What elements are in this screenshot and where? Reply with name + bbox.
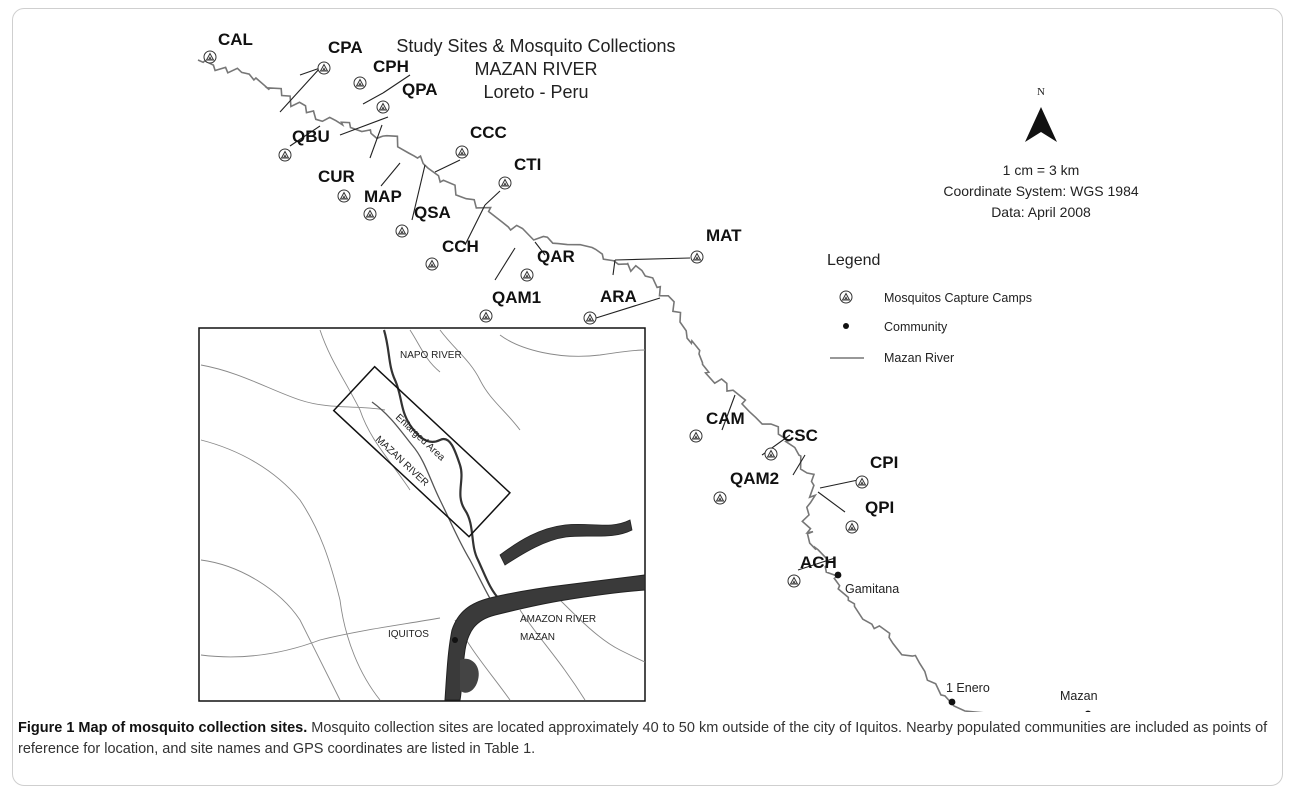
legend-label-community: Community bbox=[884, 320, 948, 334]
legend-title: Legend bbox=[827, 252, 880, 269]
map-title-line-3: Loreto - Peru bbox=[483, 82, 588, 102]
community-label-1-enero: 1 Enero bbox=[946, 681, 990, 695]
north-arrow-icon bbox=[1025, 107, 1057, 142]
camp-icon bbox=[425, 257, 439, 271]
camp-icon bbox=[690, 250, 704, 264]
camp-icon bbox=[317, 61, 331, 75]
figure-caption: Figure 1 Map of mosquito collection site… bbox=[18, 718, 1273, 760]
coordinate-system-text: Coordinate System: WGS 1984 bbox=[943, 183, 1139, 199]
north-arrow-label: N bbox=[1037, 86, 1045, 98]
site-label-cpa: CPA bbox=[328, 38, 363, 57]
site-label-ach: ACH bbox=[800, 553, 837, 572]
camp-icon bbox=[376, 100, 390, 114]
legend-camp-icon bbox=[839, 290, 853, 304]
site-label-qpi: QPI bbox=[865, 498, 894, 517]
site-label-cch: CCH bbox=[442, 237, 479, 256]
camp-icon bbox=[855, 475, 869, 489]
inset-napo-river bbox=[382, 329, 501, 601]
camp-icon bbox=[689, 429, 703, 443]
community-label-gamitana: Gamitana bbox=[845, 582, 899, 596]
map-title-block: Study Sites & Mosquito Collections MAZAN… bbox=[396, 36, 675, 102]
inset-amazon-upper bbox=[499, 519, 633, 566]
camp-icon bbox=[395, 224, 409, 238]
camp-icon bbox=[845, 520, 859, 534]
community-dot-gamitana bbox=[834, 571, 842, 579]
site-label-ccc: CCC bbox=[470, 123, 507, 142]
inset-enlarged-area-box bbox=[332, 365, 511, 538]
camp-icon bbox=[337, 189, 351, 203]
mazan-river-line bbox=[197, 59, 984, 712]
inset-mazan-river bbox=[371, 401, 493, 603]
north-arrow: N bbox=[1025, 86, 1057, 142]
caption-text: Mosquito collection sites are located ap… bbox=[18, 720, 1268, 757]
map-info-block: 1 cm = 3 km Coordinate System: WGS 1984 … bbox=[943, 162, 1139, 220]
camp-icon bbox=[278, 148, 292, 162]
map-legend: Legend Mosquitos Capture Camps Community… bbox=[827, 252, 1032, 365]
site-label-cam: CAM bbox=[706, 409, 745, 428]
camp-icon bbox=[583, 311, 597, 325]
inset-label-mazan: MAZAN bbox=[520, 632, 555, 643]
community-dot-mazan bbox=[1085, 710, 1091, 712]
map-title-line-2: MAZAN RIVER bbox=[474, 59, 597, 79]
inset-label-amazon-river: AMAZON RIVER bbox=[520, 614, 596, 625]
camp-icon bbox=[520, 268, 534, 282]
site-label-cph: CPH bbox=[373, 57, 409, 76]
site-label-cpi: CPI bbox=[870, 453, 898, 472]
camp-icon bbox=[455, 145, 469, 159]
site-label-mat: MAT bbox=[706, 226, 742, 245]
camp-icon bbox=[787, 574, 801, 588]
inset-label-iquitos: IQUITOS bbox=[388, 629, 429, 640]
camp-icon bbox=[203, 50, 217, 64]
site-label-cti: CTI bbox=[514, 155, 541, 174]
inset-map: NAPO RIVER Enlarged Area MAZAN RIVER AMA… bbox=[198, 327, 646, 702]
inset-lake bbox=[460, 658, 479, 693]
site-label-qam1: QAM1 bbox=[492, 288, 541, 307]
study-sites-map: Gamitana 1 Enero Mazan CAL CPA CPH QPA Q… bbox=[197, 30, 1139, 712]
site-leader-lines bbox=[279, 67, 859, 571]
site-label-qar: QAR bbox=[537, 247, 575, 266]
figure-border bbox=[12, 8, 1283, 786]
site-label-ara: ARA bbox=[600, 287, 637, 306]
site-label-qam2: QAM2 bbox=[730, 469, 779, 488]
legend-label-river: Mazan River bbox=[884, 351, 954, 365]
inset-iquitos-point bbox=[452, 637, 458, 643]
legend-label-camps: Mosquitos Capture Camps bbox=[884, 291, 1032, 305]
site-label-cur: CUR bbox=[318, 167, 355, 186]
map-scale-text: 1 cm = 3 km bbox=[1003, 162, 1080, 178]
camp-icon bbox=[498, 176, 512, 190]
site-label-qpa: QPA bbox=[402, 80, 438, 99]
site-label-qsa: QSA bbox=[414, 203, 451, 222]
site-label-qbu: QBU bbox=[292, 127, 330, 146]
camp-icon bbox=[479, 309, 493, 323]
legend-community-dot-icon bbox=[843, 323, 849, 329]
site-label-csc: CSC bbox=[782, 426, 818, 445]
camp-sites: CAL CPA CPH QPA QBU CUR MAP CCC CTI QSA … bbox=[203, 30, 898, 588]
camp-icon bbox=[363, 207, 377, 221]
community-dot-1-enero bbox=[948, 698, 956, 706]
inset-amazon-river bbox=[444, 574, 646, 701]
site-label-map: MAP bbox=[364, 187, 402, 206]
community-label-mazan: Mazan bbox=[1060, 689, 1098, 703]
community-points: Gamitana 1 Enero Mazan bbox=[834, 571, 1098, 712]
map-title-line-1: Study Sites & Mosquito Collections bbox=[396, 36, 675, 56]
camp-icon bbox=[353, 76, 367, 90]
camp-icon bbox=[764, 447, 778, 461]
site-label-cal: CAL bbox=[218, 30, 253, 49]
inset-label-napo-river: NAPO RIVER bbox=[400, 350, 462, 361]
data-date-text: Data: April 2008 bbox=[991, 204, 1091, 220]
caption-label: Figure 1 Map of mosquito collection site… bbox=[18, 720, 308, 736]
inset-map-frame bbox=[198, 327, 646, 702]
camp-icon bbox=[713, 491, 727, 505]
